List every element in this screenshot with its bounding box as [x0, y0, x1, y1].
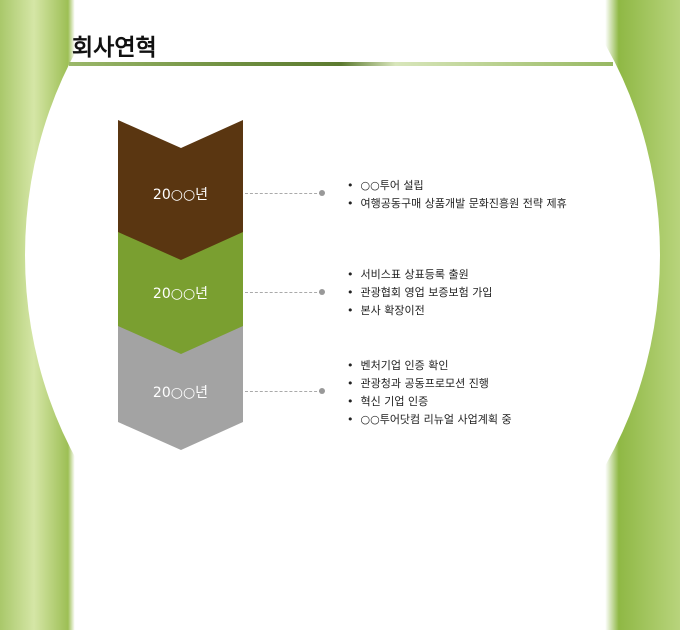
chevron-1: [118, 120, 243, 260]
list-item: ○○투어닷컴 리뉴얼 사업계획 중: [347, 411, 512, 429]
list-item: 본사 확장이전: [347, 302, 492, 320]
connector-dot: [319, 388, 325, 394]
connector-2: [245, 292, 322, 293]
connector-dot: [319, 289, 325, 295]
year-label-3: 20○○년: [152, 385, 209, 401]
chevron-2: [118, 232, 243, 354]
connector-1: [245, 193, 322, 194]
title-divider: [69, 62, 613, 66]
list-item: ○○투어 설립: [347, 177, 567, 195]
timeline-chevrons: [118, 120, 243, 450]
list-item: 여행공동구매 상품개발 문화진흥원 전략 제휴: [347, 195, 567, 213]
list-item: 서비스표 상표등록 출원: [347, 266, 492, 284]
connector-3: [245, 391, 322, 392]
page-title: 회사연혁: [72, 35, 157, 61]
list-item: 혁신 기업 인증: [347, 393, 512, 411]
year-label-1: 20○○년: [152, 187, 209, 203]
list-item: 관광협회 영업 보증보험 가입: [347, 284, 493, 302]
milestone-list-3: 벤처기업 인증 확인 관광청과 공동프로모션 진행 혁신 기업 인증 ○○투어닷…: [347, 357, 512, 429]
list-item: 벤처기업 인증 확인: [347, 357, 512, 375]
chevron-3: [118, 326, 243, 450]
milestone-list-2: 서비스표 상표등록 출원 관광협회 영업 보증보험 가입 본사 확장이전: [347, 266, 493, 320]
connector-dot: [319, 190, 325, 196]
list-item: 관광청과 공동프로모션 진행: [347, 375, 512, 393]
year-label-2: 20○○년: [152, 286, 209, 302]
milestone-list-1: ○○투어 설립 여행공동구매 상품개발 문화진흥원 전략 제휴: [347, 177, 567, 213]
